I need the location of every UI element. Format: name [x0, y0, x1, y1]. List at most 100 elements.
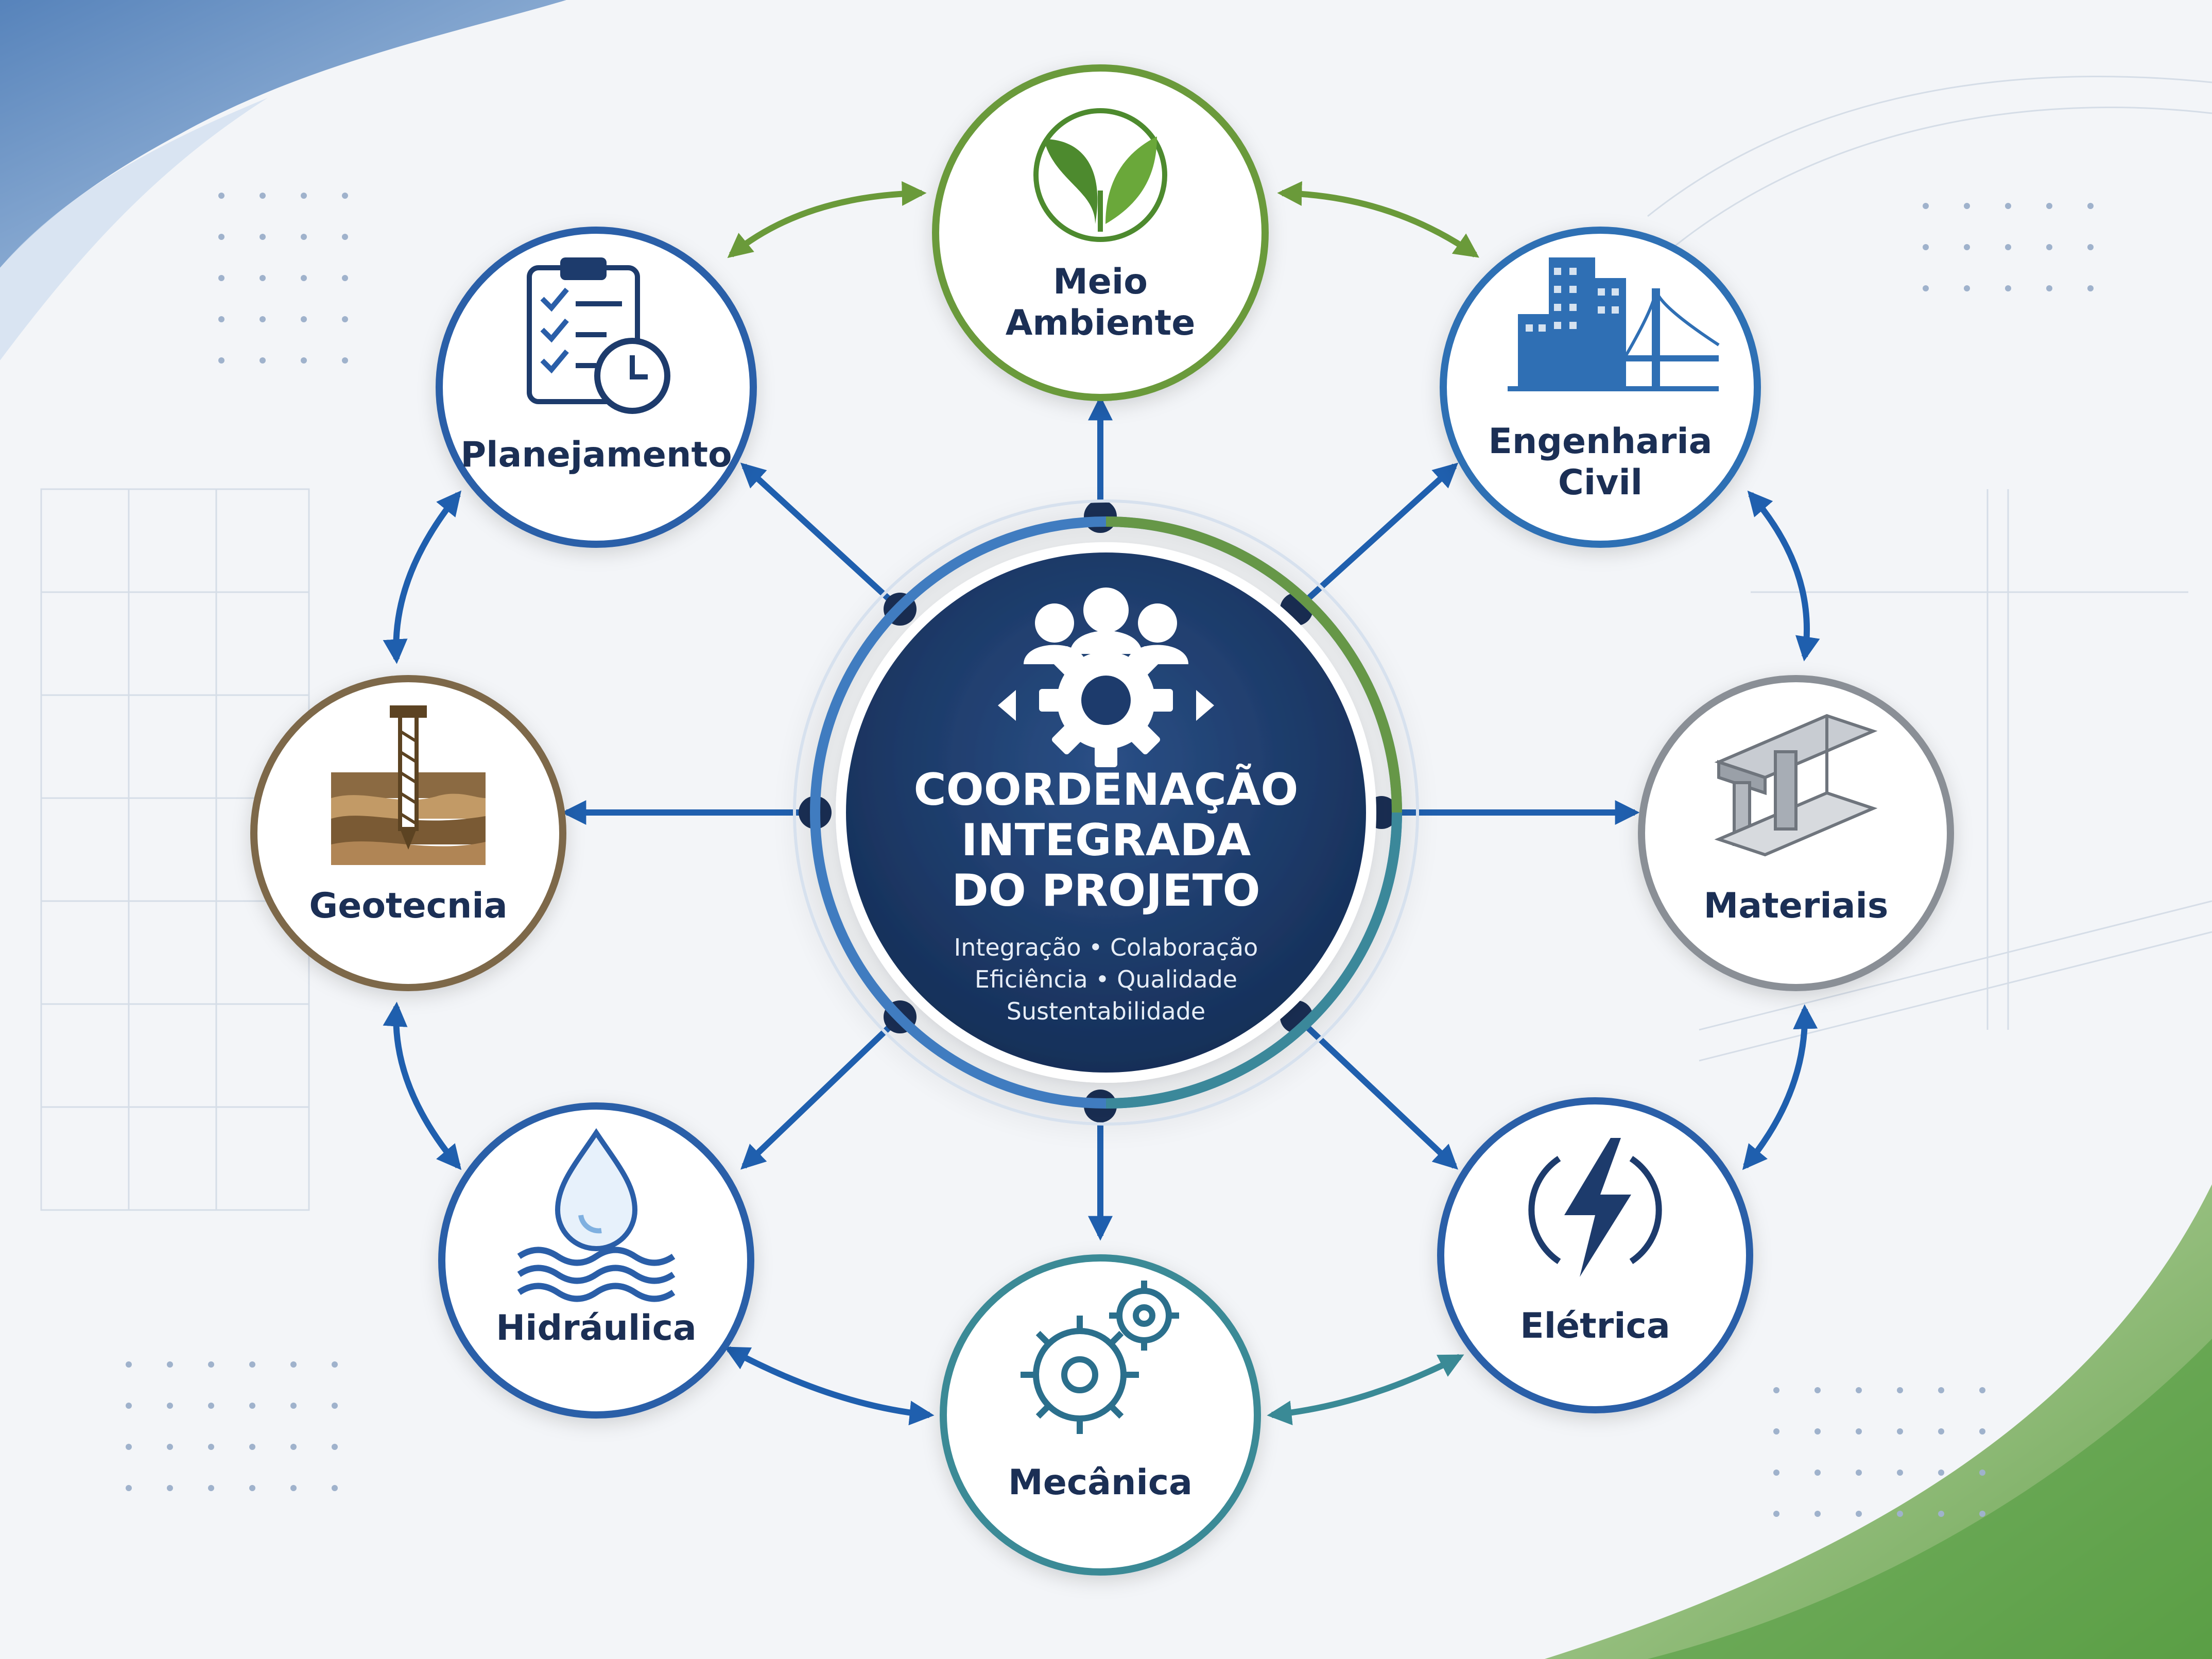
decor-dot [2046, 285, 2052, 291]
decor-dot [1979, 1511, 1985, 1517]
center-subtitle-line-3: Sustentabilidade [1007, 997, 1205, 1025]
decor-dot [208, 1444, 214, 1450]
decor-dot [332, 1361, 338, 1368]
decor-dot [290, 1485, 297, 1491]
decor-dot [1964, 244, 1970, 250]
decor-dot [1814, 1387, 1821, 1393]
label-meio-ambiente-line-2: Ambiente [1006, 303, 1196, 343]
decor-dot [1923, 285, 1929, 291]
decor-dot [260, 193, 266, 199]
decor-dot [301, 357, 307, 364]
decor-dot [126, 1361, 132, 1368]
decor-dot [301, 193, 307, 199]
decor-dot [2005, 203, 2011, 209]
node-eletrica [1437, 1097, 1753, 1413]
arrow-materiais-eletrica [1742, 1004, 1818, 1170]
decor-dot [1938, 1470, 1944, 1476]
decor-dot [1856, 1428, 1862, 1435]
decor-dot [249, 1485, 255, 1491]
decor-dot [218, 316, 224, 322]
steel-beam-icon [1714, 714, 1878, 857]
arrow-mecanica-hidraulica [724, 1346, 935, 1426]
decor-dot [260, 357, 266, 364]
decor-dot [167, 1403, 173, 1409]
label-materiais: Materiais [1704, 886, 1889, 926]
decor-dot [342, 316, 348, 322]
team-gear-icon [998, 587, 1214, 767]
buildings-bridge-icon [1508, 257, 1720, 391]
decor-dot [126, 1403, 132, 1409]
decor-dot [342, 275, 348, 281]
water-drop-icon [517, 1128, 676, 1302]
decor-dot [126, 1444, 132, 1450]
decor-dot [1938, 1387, 1944, 1393]
arrow-to-planejamento [740, 462, 903, 612]
center-hub [793, 499, 1419, 1126]
center-title-line-3: DO PROJETO [952, 865, 1260, 917]
decor-dot [218, 234, 224, 240]
decor-dot [1964, 203, 1970, 209]
decor-dot [301, 316, 307, 322]
gears-icon [1021, 1281, 1179, 1434]
decor-dot [2087, 285, 2094, 291]
decor-dot [1856, 1511, 1862, 1517]
decor-dot [1938, 1428, 1944, 1435]
decor-dot [2005, 285, 2011, 291]
decor-dot [208, 1403, 214, 1409]
decor-dot [1979, 1428, 1985, 1435]
decor-dot [260, 234, 266, 240]
decor-dot [1979, 1387, 1985, 1393]
decor-dot [342, 193, 348, 199]
decor-dot [126, 1485, 132, 1491]
decor-dot [1897, 1387, 1903, 1393]
label-planejamento: Planejamento [460, 435, 732, 475]
decor-dot [332, 1403, 338, 1409]
arrow-geotecnia-planejamento [383, 490, 462, 664]
decor-dot [1773, 1387, 1779, 1393]
label-engenharia-civil-line-2: Civil [1558, 462, 1643, 503]
decor-dot [1979, 1470, 1985, 1476]
label-eletrica: Elétrica [1520, 1306, 1670, 1346]
center-title-line-1: COORDENAÇÃO [914, 764, 1299, 816]
decor-dot [2046, 244, 2052, 250]
decor-dot [1814, 1428, 1821, 1435]
arrow-planejamento-meio-ambiente [727, 181, 927, 258]
arrow-to-eletrica [1294, 1014, 1458, 1170]
decor-dot [1923, 203, 1929, 209]
decor-dot [1964, 285, 1970, 291]
center-title-line-2: INTEGRADA [961, 815, 1251, 866]
arrow-eletrica-mecanica [1267, 1354, 1464, 1426]
decor-dot [1923, 244, 1929, 250]
center-subtitle-line-2: Eficiência • Qualidade [975, 965, 1237, 993]
decor-dot [249, 1403, 255, 1409]
decor-dot [2005, 244, 2011, 250]
center-subtitle-line-1: Integração • Colaboração [954, 934, 1258, 961]
leaf-icon [1033, 108, 1167, 242]
label-mecanica: Mecânica [1008, 1462, 1193, 1503]
decor-dot [260, 316, 266, 322]
arrow-to-hidraulica [740, 1014, 903, 1170]
decor-dot [1773, 1470, 1779, 1476]
arrow-hidraulica-geotecnia [383, 1001, 462, 1170]
label-engenharia-civil-line-1: Engenharia [1488, 421, 1712, 462]
decor-dot [1938, 1511, 1944, 1517]
decor-dot [1897, 1428, 1903, 1435]
decor-dot [2046, 203, 2052, 209]
decor-dot [1897, 1470, 1903, 1476]
decor-dot [290, 1361, 297, 1368]
decor-dot [1897, 1511, 1903, 1517]
decor-dot [1814, 1470, 1821, 1476]
decor-dot [167, 1444, 173, 1450]
decor-dot [260, 275, 266, 281]
arrow-to-engenharia-civil [1294, 462, 1459, 612]
arrow-engenharia-civil-materiais [1747, 490, 1820, 662]
decor-dot [301, 275, 307, 281]
decor-dot [1856, 1470, 1862, 1476]
soil-drill-icon [331, 705, 486, 865]
label-hidraulica: Hidráulica [496, 1308, 697, 1349]
decor-dot [342, 234, 348, 240]
decor-dot [249, 1361, 255, 1368]
decor-dot [290, 1444, 297, 1450]
connector-dot [1084, 500, 1117, 533]
decor-dot [332, 1485, 338, 1491]
